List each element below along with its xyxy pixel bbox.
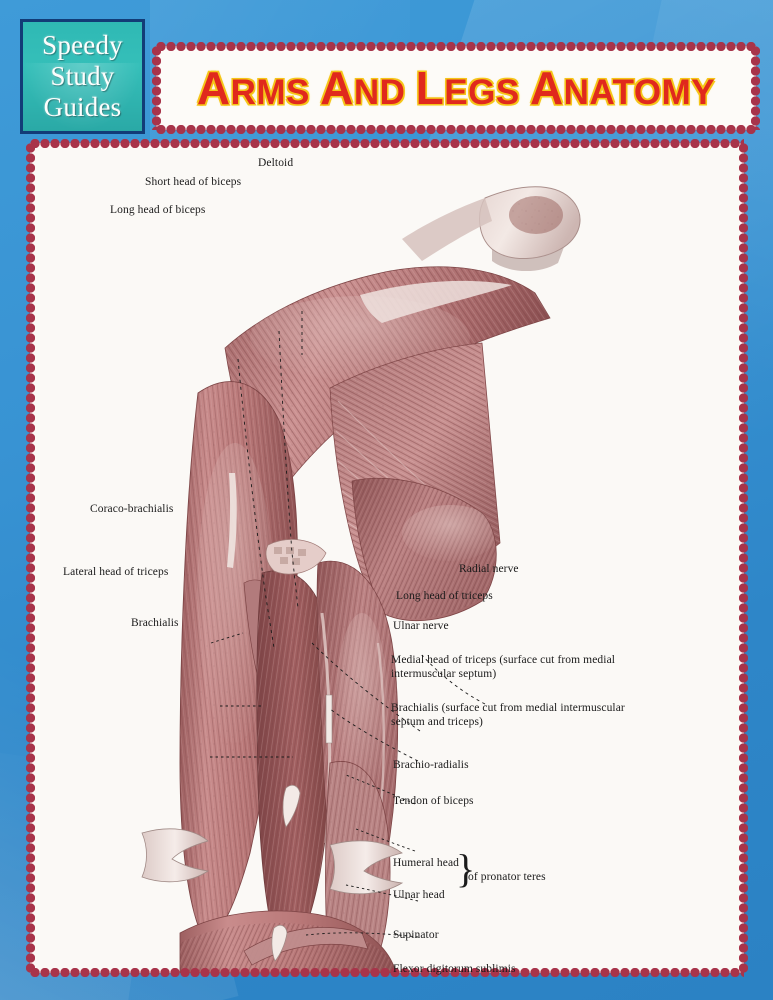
- panel-scallop-right: [739, 143, 748, 973]
- title-banner: ARMS AND LEGS ANATOMY: [152, 42, 760, 134]
- panel-scallop-left: [26, 143, 35, 973]
- diagram-label-ulnar-head: Ulnar head: [393, 889, 445, 901]
- diagram-label-humeral-head: Humeral head: [393, 857, 460, 869]
- pronator-teres-brace: }: [456, 846, 476, 891]
- diagram-label-radial-nerve: Radial nerve: [459, 563, 519, 575]
- logo-line-study: Study: [50, 61, 115, 91]
- diagram-label-brachialis-cut: Brachialis (surface cut from medial inte…: [391, 702, 625, 728]
- title-text: ARMS AND LEGS ANATOMY: [196, 62, 716, 114]
- diagram-label-short-head-biceps: Short head of biceps: [145, 176, 242, 188]
- logo-line-guides: Guides: [43, 92, 122, 122]
- banner-scallop-left: [152, 46, 161, 130]
- diagram-label-long-head-biceps: Long head of biceps: [110, 204, 206, 216]
- page-title: ARMS AND LEGS ANATOMY: [156, 46, 756, 130]
- banner-scallop-right: [751, 46, 760, 130]
- diagram-label-brachio-radialis: Brachio-radialis: [393, 759, 469, 771]
- anatomy-illustration: [30, 143, 744, 973]
- diagram-label-coraco-brachialis: Coraco-brachialis: [90, 503, 174, 515]
- content-panel-frame: [26, 139, 748, 977]
- diagram-label-lateral-head-triceps: Lateral head of triceps: [63, 566, 169, 578]
- panel-scallop-bottom: [30, 968, 744, 977]
- diagram-label-tendon-of-biceps: Tendon of biceps: [393, 795, 474, 807]
- content-panel: ntaneous at the outer side between the t…: [30, 143, 744, 973]
- banner-scallop-bottom: [156, 125, 756, 134]
- diagram-label-flexor-digitorum: Flexor digitorum sublimis: [393, 963, 516, 975]
- diagram-label-supinator: Supinator: [393, 929, 439, 941]
- diagram-label-of-pronator-teres: of pronator teres: [468, 871, 546, 883]
- logo-line-speedy: Speedy: [42, 30, 123, 60]
- diagram-label-deltoid: Deltoid: [258, 157, 294, 169]
- speedy-study-guides-logo: Speedy Study Guides: [20, 19, 145, 134]
- diagram-label-ulnar-nerve: Ulnar nerve: [393, 620, 449, 632]
- diagram-label-brachialis: Brachialis: [131, 617, 179, 629]
- panel-scallop-top: [30, 139, 744, 148]
- diagram-label-medial-head-triceps: Medial head of triceps (surface cut from…: [391, 654, 616, 680]
- diagram-label-long-head-triceps: Long head of triceps: [396, 590, 493, 602]
- banner-scallop-top: [156, 42, 756, 51]
